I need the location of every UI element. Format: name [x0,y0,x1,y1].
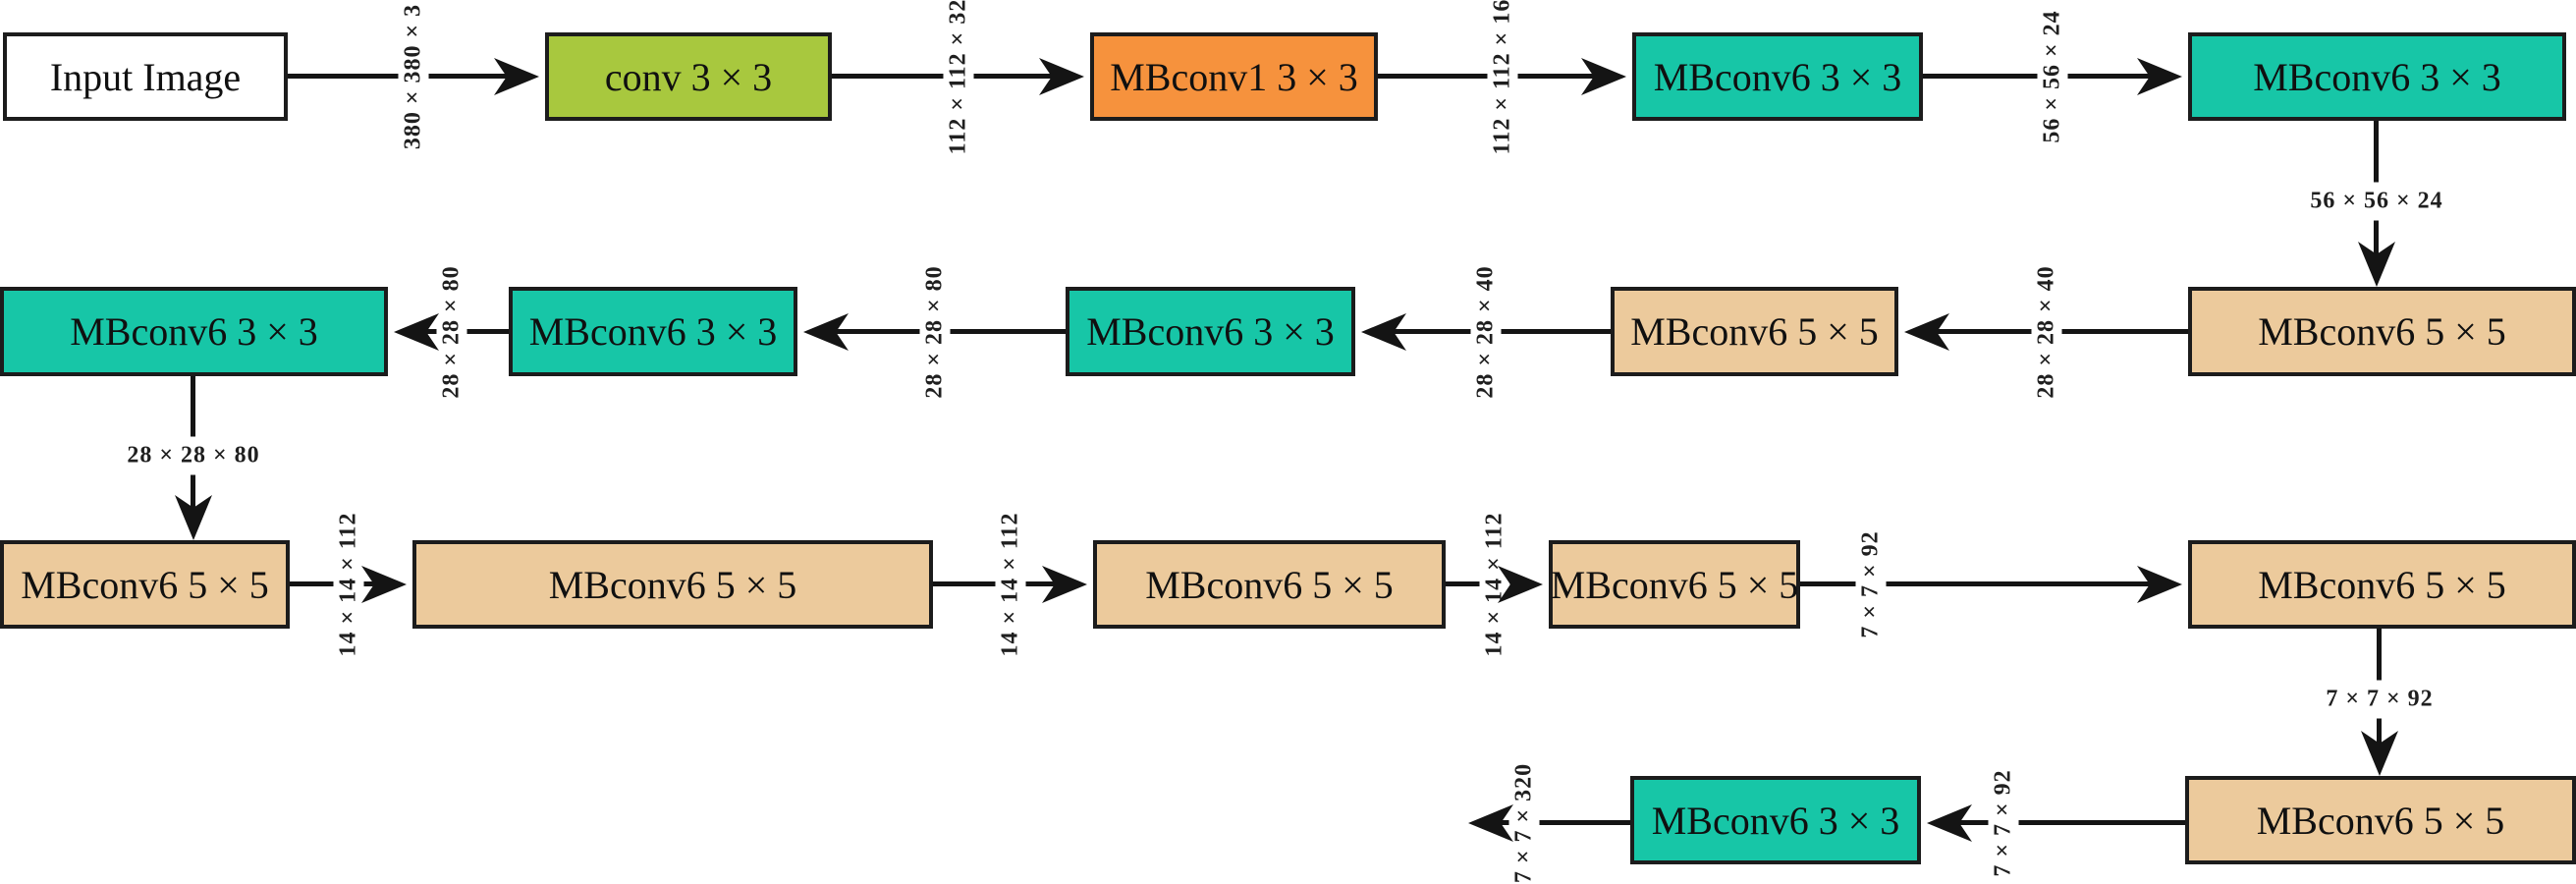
dimension-label: 56 × 56 × 24 [2300,182,2453,220]
dimension-label: 56 × 56 × 24 [2037,2,2068,151]
node-mbconv1-3x3: MBconv1 3 × 3 [1090,32,1378,121]
node-label: MBconv6 5 × 5 [2258,562,2506,607]
node-label: MBconv6 5 × 5 [2258,309,2506,354]
node-input: Input Image [3,32,288,121]
node-label: conv 3 × 3 [604,54,773,99]
dimension-label: 28 × 28 × 80 [436,257,466,407]
node-label: MBconv6 5 × 5 [1550,562,1799,607]
arrow-line [1800,581,2168,586]
node-mbconv6-5x5: MBconv6 5 × 5 [1093,540,1446,629]
dimension-label: 112 × 112 × 32 [943,0,973,163]
dimension-label: 7 × 7 × 92 [1855,523,1887,646]
dimension-label: 14 × 14 × 112 [1479,504,1509,665]
node-mbconv6-5x5: MBconv6 5 × 5 [1611,287,1898,376]
node-label: MBconv6 5 × 5 [1145,562,1394,607]
node-mbconv6-3x3: MBconv6 3 × 3 [509,287,797,376]
dimension-label: 380 × 380 × 3 [398,0,429,158]
node-label: MBconv6 3 × 3 [1651,798,1900,843]
dimension-label: 28 × 28 × 40 [1470,257,1502,407]
node-mbconv6-5x5: MBconv6 5 × 5 [2188,287,2576,376]
node-mbconv6-3x3: MBconv6 3 × 3 [2188,32,2566,121]
node-label: MBconv6 5 × 5 [2256,798,2505,843]
dimension-label: 112 × 112 × 16 [1487,0,1517,163]
arrow-line [1941,820,2185,825]
node-mbconv6-5x5: MBconv6 5 × 5 [1549,540,1800,629]
node-label: MBconv6 5 × 5 [548,562,797,607]
node-mbconv6-5x5: MBconv6 5 × 5 [2188,540,2576,629]
node-label: MBconv6 3 × 3 [2253,54,2501,99]
dimension-label: 14 × 14 × 112 [995,504,1025,665]
node-mbconv6-5x5: MBconv6 5 × 5 [412,540,933,629]
dimension-label: 28 × 28 × 80 [919,257,950,407]
node-label: MBconv6 3 × 3 [1086,309,1335,354]
dimension-label: 7 × 7 × 92 [1988,761,2019,884]
node-label: MBconv6 5 × 5 [1630,309,1879,354]
node-mbconv6-5x5: MBconv6 5 × 5 [2185,776,2576,864]
node-label: Input Image [49,54,242,99]
dimension-label: 14 × 14 × 112 [333,504,363,665]
node-label: MBconv6 5 × 5 [21,562,269,607]
node-mbconv6-3x3: MBconv6 3 × 3 [1632,32,1923,121]
node-mbconv6-3x3: MBconv6 3 × 3 [1630,776,1921,864]
dimension-label: 28 × 28 × 40 [2031,257,2061,407]
node-mbconv6-5x5: MBconv6 5 × 5 [0,540,290,629]
dimension-label: 7 × 7 × 320 [1508,754,1540,884]
dimension-label: 28 × 28 × 80 [117,436,270,474]
node-mbconv6-3x3: MBconv6 3 × 3 [1066,287,1355,376]
node-mbconv6-3x3: MBconv6 3 × 3 [0,287,388,376]
node-label: MBconv6 3 × 3 [70,309,318,354]
dimension-label: 7 × 7 × 92 [2316,680,2443,719]
arrow-line [1482,820,1630,825]
node-conv: conv 3 × 3 [545,32,832,121]
node-label: MBconv6 3 × 3 [528,309,778,354]
node-label: MBconv6 3 × 3 [1653,54,1902,99]
node-label: MBconv1 3 × 3 [1110,54,1358,99]
